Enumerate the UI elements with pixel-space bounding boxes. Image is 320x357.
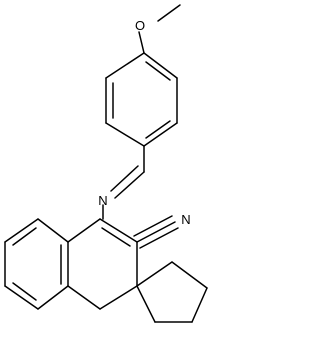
ether-bond	[138, 31, 145, 54]
nitrile-group	[133, 215, 179, 249]
methoxy-oxygen-label: O	[135, 18, 145, 33]
imine-nitrogen-label: N	[98, 193, 107, 208]
cyclopentane-ring	[136, 261, 208, 323]
structure-diagram: O N N	[4, 4, 208, 323]
methoxyphenyl-ring	[105, 52, 178, 147]
methyl-bond	[157, 4, 181, 22]
nitrile-nitrogen-label: N	[181, 212, 190, 227]
imine-linker	[102, 145, 145, 220]
dihydro-ring	[67, 218, 138, 310]
molecule-drawing: O N N	[4, 4, 208, 323]
benzo-ring	[4, 218, 101, 310]
